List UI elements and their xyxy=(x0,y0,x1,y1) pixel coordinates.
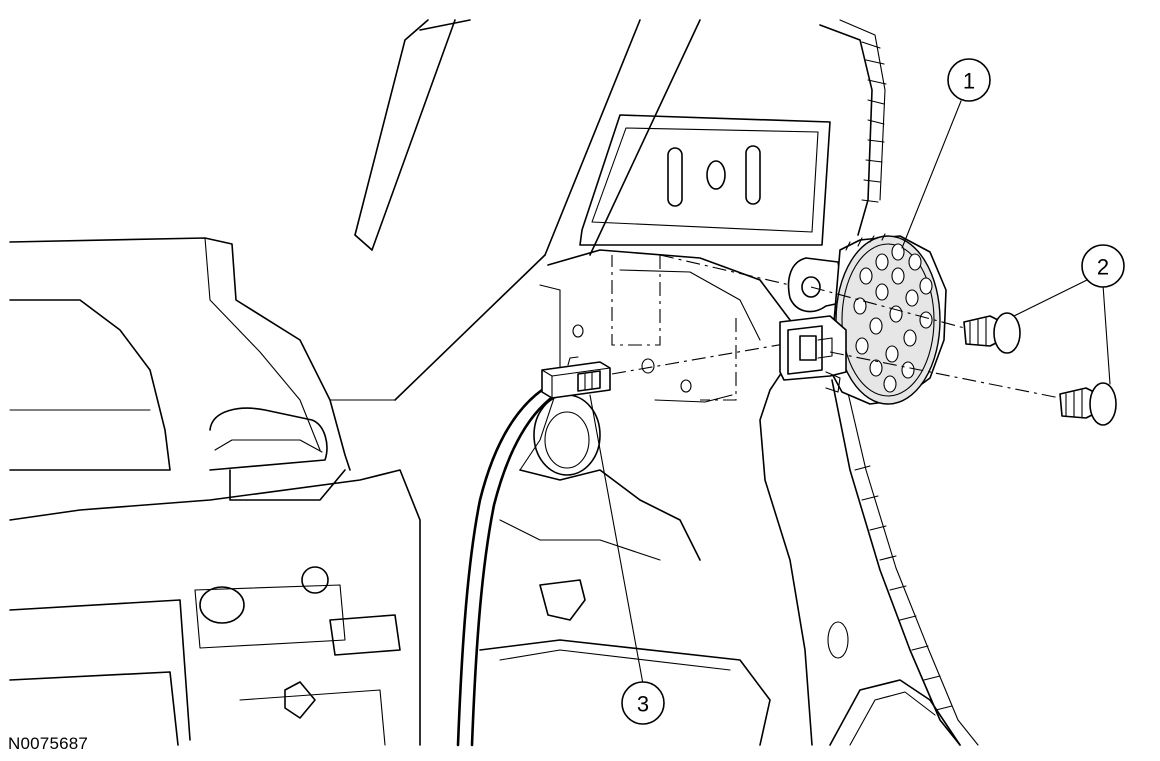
fastener-alignment-line-lower xyxy=(829,351,1071,401)
vehicle-body-structure xyxy=(9,19,979,746)
push-pin-fastener-upper xyxy=(963,312,1021,354)
callout-1-number: 1 xyxy=(963,69,975,94)
callout-2-number: 2 xyxy=(1097,255,1109,280)
callout-2: 2 xyxy=(1081,244,1125,288)
callout-leaders xyxy=(589,100,1111,685)
callout-3-number: 3 xyxy=(637,692,649,717)
figure-id-label: N0075687 xyxy=(8,734,89,753)
fastener-alignment-line-upper xyxy=(810,286,973,331)
electrical-connector xyxy=(541,356,611,399)
callout-3: 3 xyxy=(621,681,665,725)
speaker-alignment-line-top xyxy=(659,254,791,286)
speaker-assembly xyxy=(779,233,947,405)
callout-1: 1 xyxy=(947,58,991,102)
connector-alignment-line xyxy=(611,342,791,375)
push-pin-fastener-lower xyxy=(1059,382,1117,426)
wiring-harness xyxy=(456,380,562,747)
